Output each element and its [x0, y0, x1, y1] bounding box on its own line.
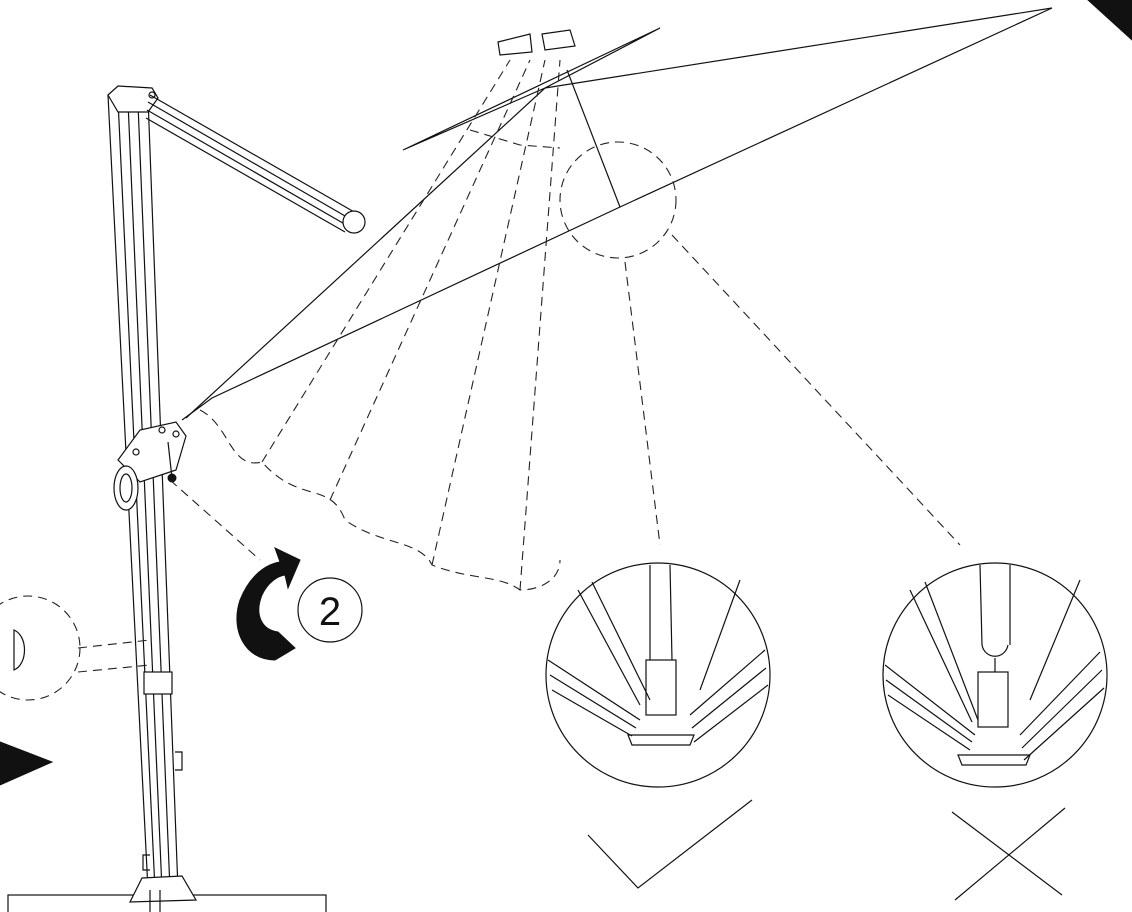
- umbrella-pole: [107, 85, 198, 912]
- folded-canopy-outline: [199, 59, 561, 591]
- cross-mark-icon: [951, 807, 1066, 901]
- detail-callout-circle: [559, 141, 677, 259]
- rotate-arrow-icon: [236, 547, 301, 661]
- check-mark-icon: [587, 799, 753, 889]
- step-number-label: 2: [319, 590, 341, 634]
- support-arm: [145, 91, 366, 234]
- correct-detail-view: [545, 562, 771, 788]
- crank-handle: [113, 421, 187, 511]
- step-number-circle: [297, 577, 363, 643]
- incorrect-detail-view: [882, 562, 1108, 788]
- corner-marker: [1087, 0, 1132, 41]
- side-arrow-icon: [0, 741, 54, 786]
- umbrella-canopy: [181, 7, 1053, 421]
- lock-detail-circle: [0, 595, 81, 701]
